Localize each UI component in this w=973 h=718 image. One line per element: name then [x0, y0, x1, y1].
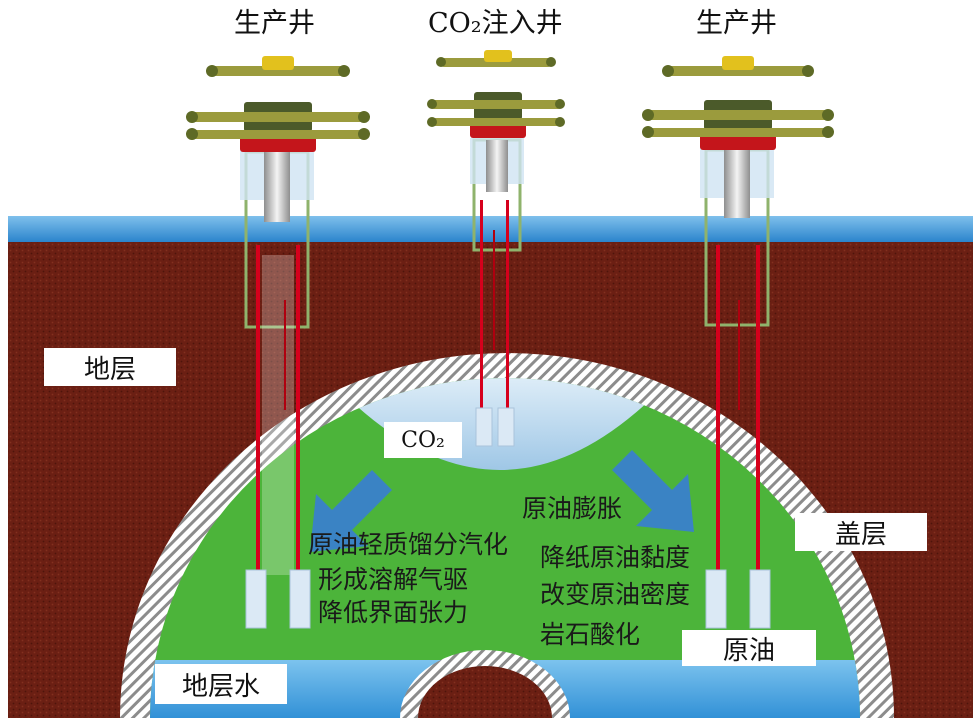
mechanism-left-3: 降低界面张力: [318, 598, 469, 627]
mechanism-right-2: 改变原油密度: [540, 580, 691, 609]
mechanism-left-1: 原油轻质馏分汽化: [308, 530, 509, 559]
mechanism-right-3: 岩石酸化: [540, 620, 641, 649]
mechanism-right-title: 原油膨胀: [522, 494, 623, 523]
flow-arrow-left: [310, 470, 392, 552]
left-producer-well: [186, 56, 370, 629]
co2-zone-label: CO₂: [384, 422, 462, 458]
surface-water: [8, 216, 973, 242]
lower-earth-mound: [418, 666, 552, 718]
mechanism-right-1: 降纸原油黏度: [540, 543, 691, 572]
left-producer-well-label: 生产井: [234, 8, 315, 39]
flow-arrow-right: [612, 450, 694, 532]
formation-water-label: 地层水: [155, 664, 287, 704]
mechanism-left-2: 形成溶解气驱: [318, 565, 469, 594]
crude-oil-label: 原油: [682, 630, 816, 666]
co2-injection-well: [427, 50, 565, 447]
right-producer-well: [642, 56, 834, 629]
right-producer-well-label: 生产井: [696, 8, 777, 39]
injection-well-label: CO₂注入井: [428, 8, 563, 39]
formation-label: 地层: [44, 348, 176, 386]
caprock-label: 盖层: [795, 513, 927, 551]
